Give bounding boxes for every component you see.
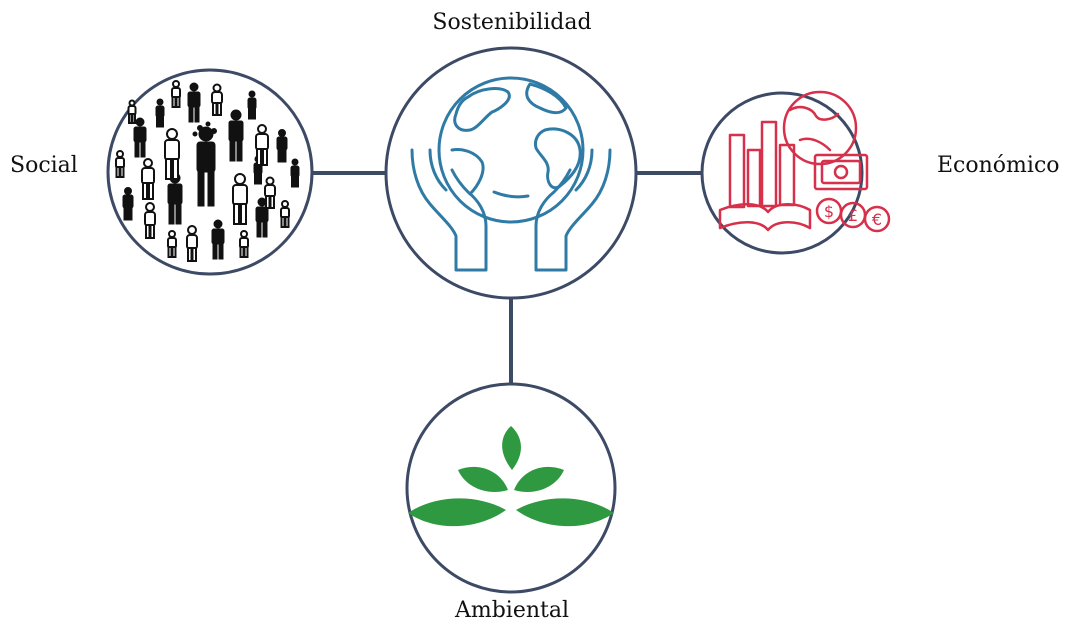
center-node — [384, 46, 638, 300]
economic-label: Económico — [937, 153, 1060, 178]
environment-label: Ambiental — [454, 598, 570, 623]
globe-in-hands-icon — [410, 76, 612, 272]
leaves-icon — [408, 426, 614, 527]
svg-text:$: $ — [824, 202, 834, 221]
svg-text:€: € — [872, 210, 882, 229]
crowd-icon — [115, 80, 300, 262]
economic-node: $ £ € — [700, 90, 891, 255]
center-label: Sostenibilidad — [432, 10, 592, 35]
economy-icon: $ £ € — [718, 90, 891, 233]
svg-text:£: £ — [848, 206, 858, 225]
social-node — [106, 68, 314, 276]
social-label: Social — [10, 153, 78, 178]
environment-node — [405, 382, 617, 594]
